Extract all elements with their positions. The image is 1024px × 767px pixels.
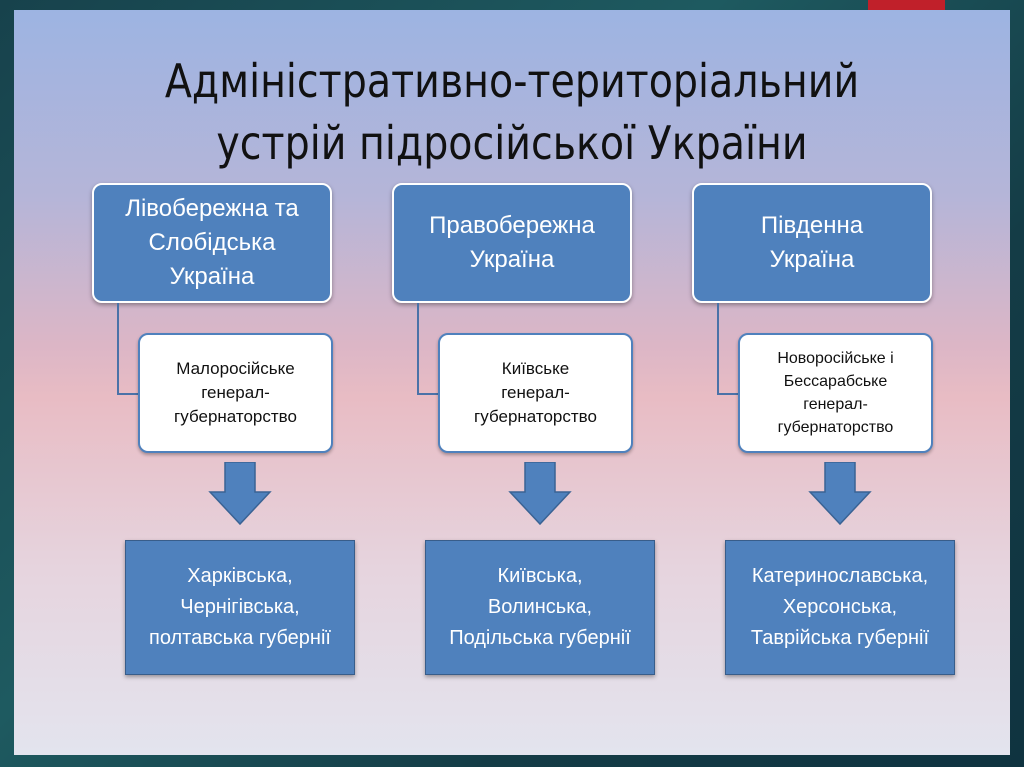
region-box-right-bank: Правобережна Україна — [392, 183, 632, 303]
region-box-left-bank: Лівобережна та Слобідська Україна — [92, 183, 332, 303]
region-box-southern: Південна Україна — [692, 183, 932, 303]
connector-line — [117, 303, 139, 395]
governorate-box-kyiv: Київське генерал- губернаторство — [438, 333, 633, 453]
provinces-box-southern: Катеринославська, Херсонська, Таврійська… — [725, 540, 955, 675]
connector-line — [717, 303, 739, 395]
provinces-box-right-bank: Київська, Волинська, Подільська губернії — [425, 540, 655, 675]
connector-line — [417, 303, 439, 395]
governorate-box-little-russian: Малоросійське генерал- губернаторство — [138, 333, 333, 453]
provinces-box-left-bank: Харківська, Чернігівська, полтавська губ… — [125, 540, 355, 675]
down-arrow-icon — [808, 462, 872, 526]
slide: Адміністративно-територіальний устрій пі… — [14, 10, 1010, 755]
down-arrow-icon — [208, 462, 272, 526]
slide-title: Адміністративно-територіальний устрій пі… — [164, 54, 860, 170]
governorate-box-novorossiysk: Новоросійське і Бессарабське генерал- гу… — [738, 333, 933, 453]
down-arrow-icon — [508, 462, 572, 526]
accent-bar — [868, 0, 945, 10]
